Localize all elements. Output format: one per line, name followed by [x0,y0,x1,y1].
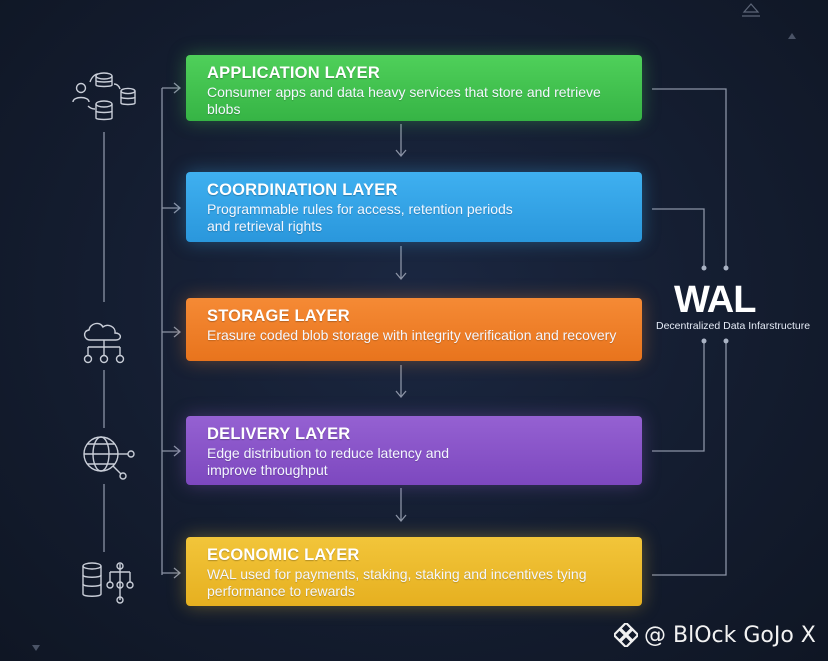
watermark: @ BlOck GoJo X [614,621,816,649]
layer-description: Consumer apps and data heavy services th… [207,84,601,117]
delivery-layer-box: DELIVERY LAYER Edge distribution to redu… [186,416,642,485]
layer-title: APPLICATION LAYER [207,64,381,82]
wal-logo-text: WAL [674,279,756,320]
economic-layer-box: ECONOMIC LAYER WAL used for payments, st… [186,537,642,606]
layer-title: COORDINATION LAYER [207,181,398,199]
layer-description: Programmable rules for access, retention… [207,201,513,234]
arrow-down-4 [395,514,407,523]
layer-description: Edge distribution to reduce latency and … [207,445,450,478]
layer-title: DELIVERY LAYER [207,425,351,443]
arrow-into-coordination [173,202,182,214]
arrow-down-2 [395,272,407,281]
layer-title: STORAGE LAYER [207,307,350,325]
arrow-down-3 [395,390,407,399]
arrow-down-1 [395,149,407,158]
wal-subtitle: Decentralized Data Infarstructure [656,320,811,332]
layer-title: ECONOMIC LAYER [207,546,360,564]
arrow-into-application [173,82,182,94]
wal-logo: WAL [674,279,757,320]
storage-layer-box: STORAGE LAYER Erasure coded blob storage… [186,298,642,361]
globe-network-icon [83,436,135,480]
arrow-into-storage [173,326,182,338]
application-layer-box: APPLICATION LAYER Consumer apps and data… [186,55,642,121]
cloud-network-icon [83,322,125,364]
layer-description: Erasure coded blob storage with integrit… [207,327,617,343]
coordination-layer-box: COORDINATION LAYER Programmable rules fo… [186,172,642,242]
arrow-into-economic [173,567,182,579]
watermark-text: @ BlOck GoJo X [644,622,816,648]
database-stack-icon [82,562,134,604]
layer-description: WAL used for payments, staking, staking … [207,566,587,599]
arrow-into-delivery [173,445,182,457]
database-network-icon [72,72,136,121]
binance-diamond-icon [614,623,638,647]
